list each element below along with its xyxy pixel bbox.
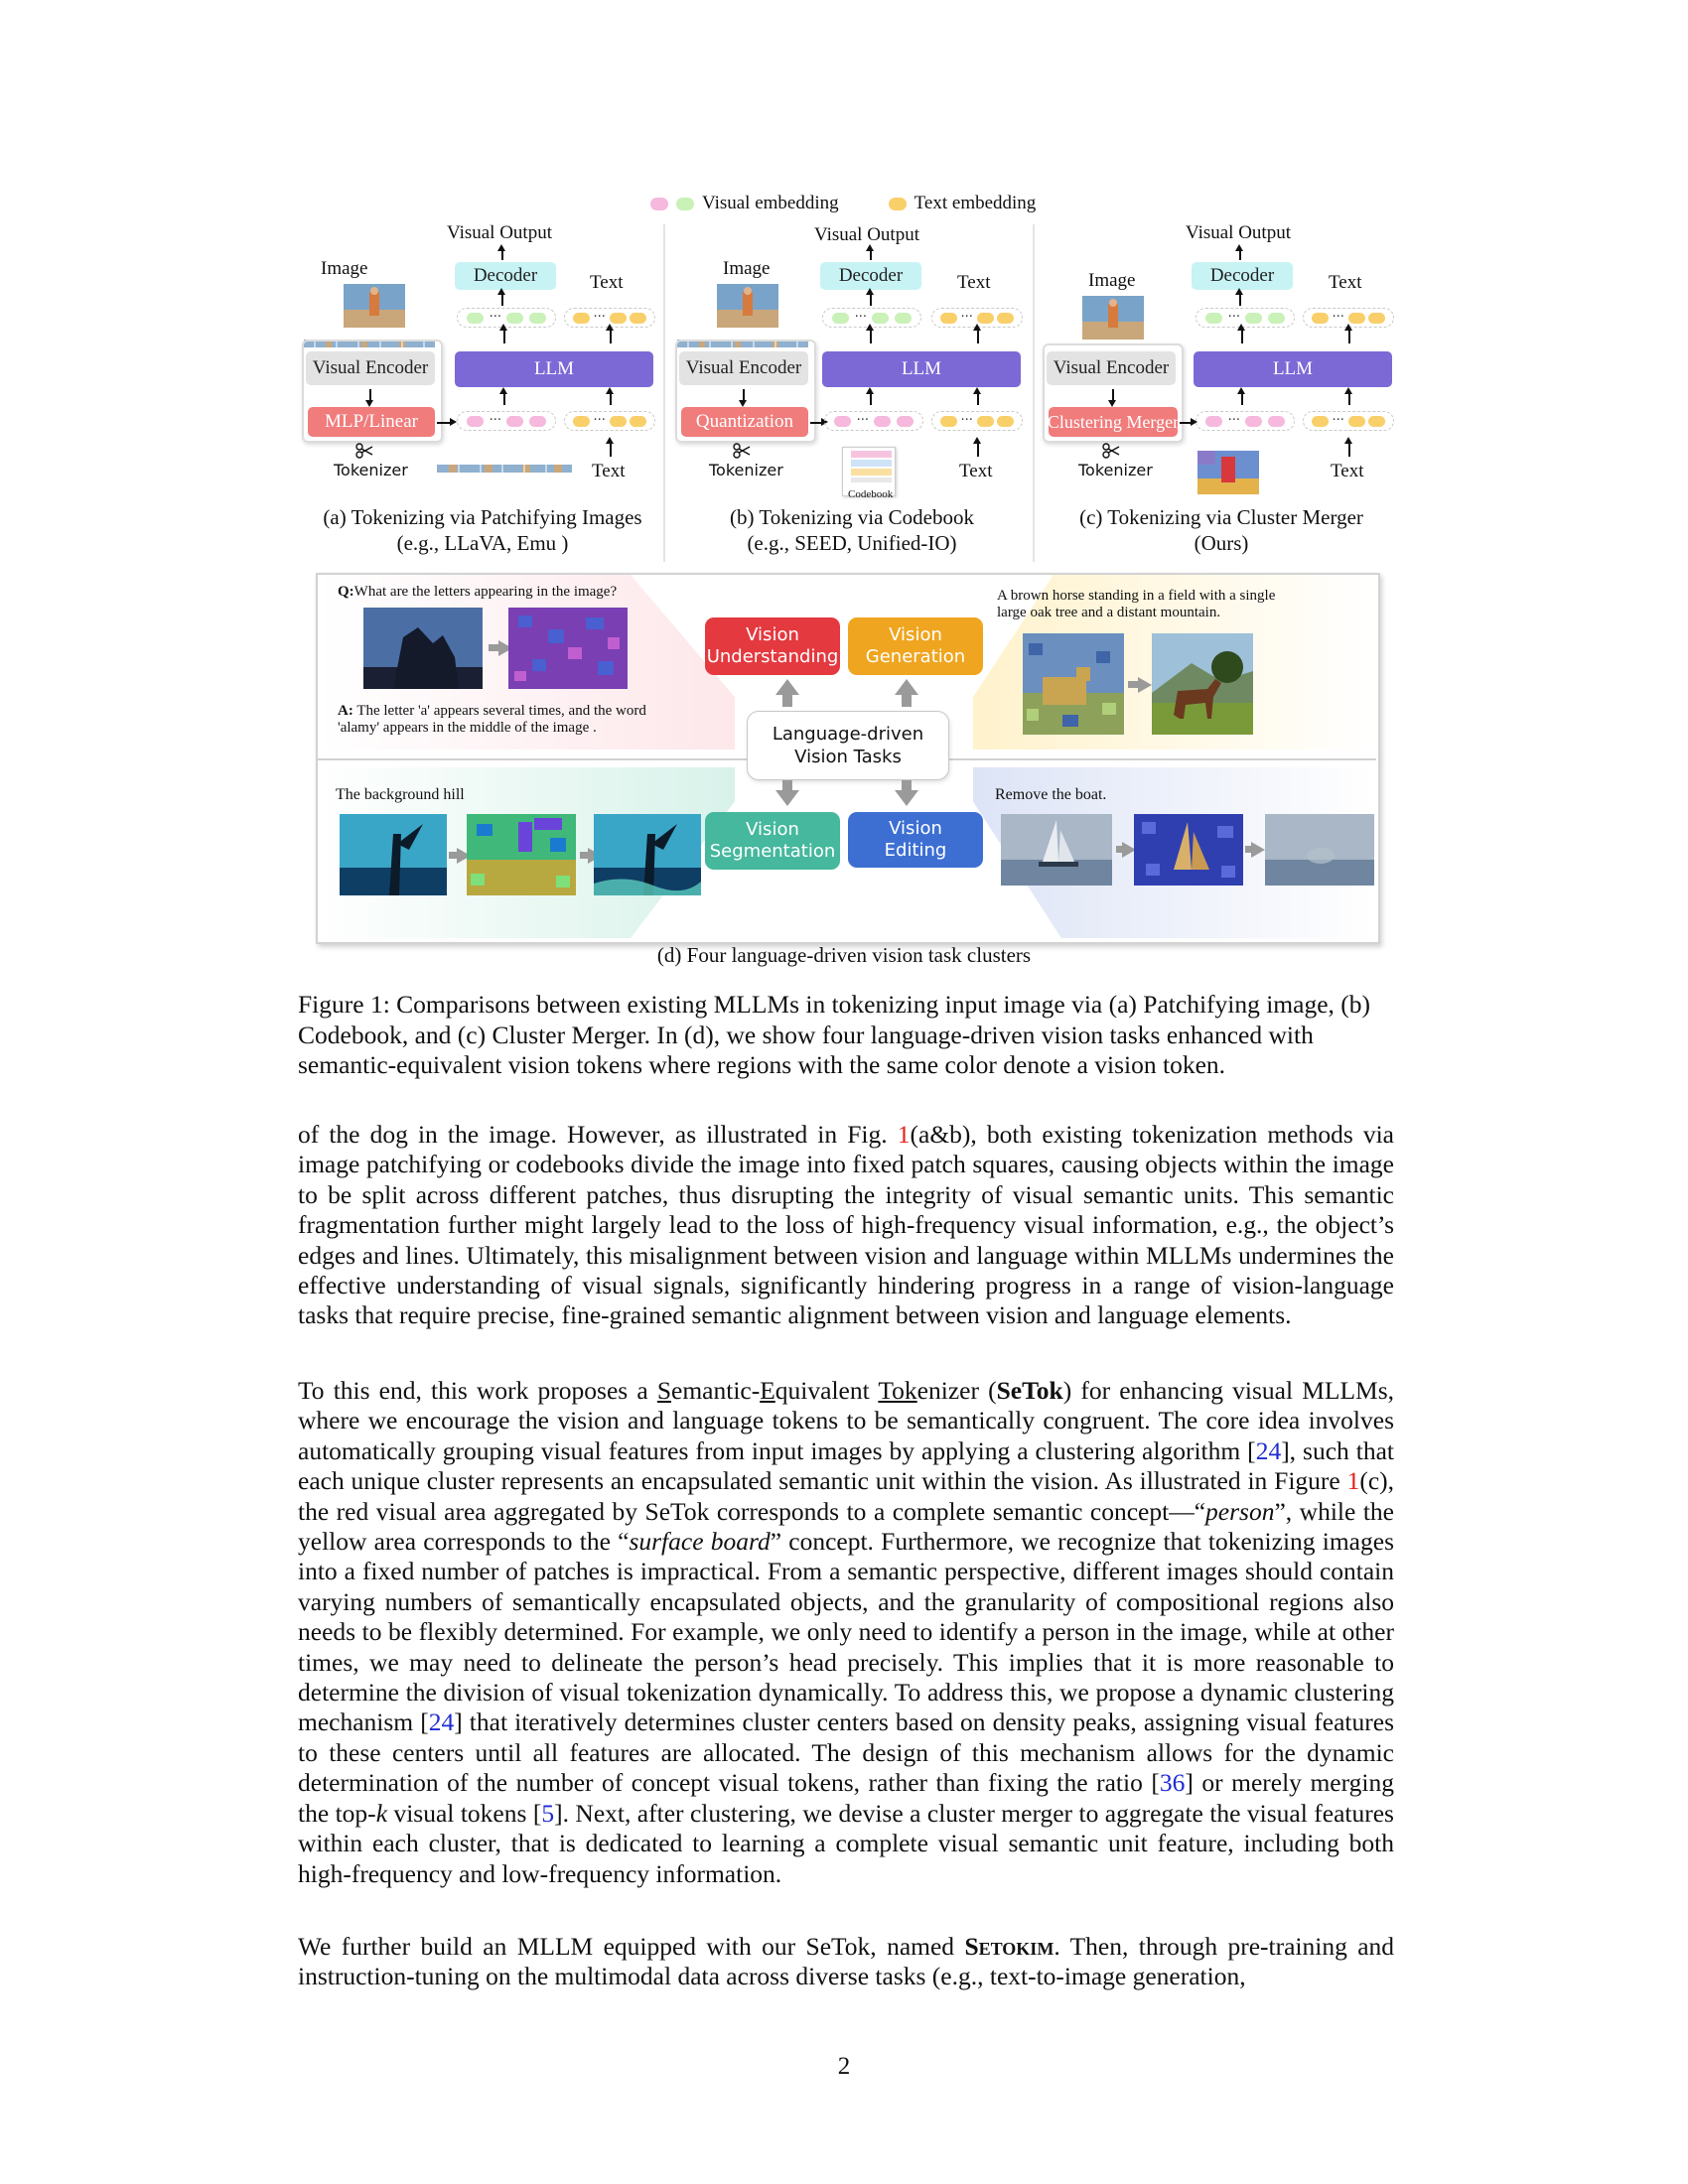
scissors-icon [1102, 443, 1120, 459]
visual-encoder-box: Visual Encoder [1047, 351, 1176, 385]
paragraph-2: To this end, this work proposes a Semant… [298, 1376, 1395, 1888]
input-image-thumbnail [1082, 296, 1144, 340]
visual-encoder-box: Visual Encoder [306, 351, 435, 385]
panel-divider [663, 224, 665, 562]
segmentation-prompt: The background hill [336, 786, 465, 803]
llm-box: LLM [1194, 351, 1392, 387]
llm-box: LLM [822, 351, 1021, 387]
vision-editing-button[interactable]: Vision Editing [848, 812, 983, 868]
text-output-label: Text [1329, 272, 1362, 293]
arrow-down-icon [895, 790, 918, 806]
visual-output-label: Visual Output [1186, 222, 1291, 243]
statue-image [363, 608, 483, 689]
visual-embedding-swatch-green [676, 197, 694, 210]
panel-a: Image Visual Output Decoder Text ··· ···… [298, 222, 667, 560]
image-label: Image [723, 258, 771, 279]
boat-edited-image [1265, 814, 1374, 886]
scissors-icon [733, 443, 751, 459]
tokenizer-frame [302, 340, 443, 443]
tokenizer-method-box: Quantization [681, 407, 808, 437]
vision-segmentation-button[interactable]: Vision Segmentation [705, 812, 840, 870]
figure-caption: Figure 1: Comparisons between existing M… [298, 990, 1371, 1079]
generation-prompt: A brown horse standing in a field with a… [997, 588, 1276, 620]
arrow-up-icon [775, 679, 799, 695]
hill-segmented-image [594, 814, 701, 895]
llm-box: LLM [455, 351, 653, 387]
page-number: 2 [837, 2053, 851, 2080]
citation-link[interactable]: 36 [1159, 1768, 1186, 1798]
legend-text-label: Text embedding [914, 193, 1037, 213]
decoder-box: Decoder [820, 262, 921, 290]
panel-c: Image Visual Output Decoder Text ··· ···… [1037, 222, 1406, 560]
visual-output-label: Visual Output [447, 222, 552, 243]
panel-d-caption: (d) Four language-driven vision task clu… [656, 943, 1032, 967]
panel-b-caption: (b) Tokenizing via Codebook (e.g., SEED,… [729, 505, 974, 555]
tokenizer-frame [675, 340, 816, 443]
statue-tokenized-image [508, 608, 628, 689]
decoder-box: Decoder [1192, 262, 1293, 290]
arrow-up [498, 244, 504, 260]
figure-ref-link[interactable]: 1 [1346, 1466, 1360, 1496]
figure-legend: Visual embedding Text embedding [650, 193, 1036, 214]
hill-image [340, 814, 447, 895]
figure-ref-link[interactable]: 1 [897, 1120, 911, 1149]
text-token-pill: ··· [1303, 411, 1394, 431]
text-input-label: Text [592, 461, 626, 481]
panel-divider [1033, 224, 1035, 562]
horse-generated-image [1152, 633, 1253, 735]
understanding-question: Q:What are the letters appearing in the … [338, 584, 618, 600]
visual-token-pill: ··· [1196, 308, 1295, 328]
editing-prompt: Remove the boat. [995, 786, 1107, 803]
text-token-pill: ··· [564, 411, 655, 431]
vision-understanding-button[interactable]: Vision Understanding [705, 617, 840, 675]
codebook-icon [842, 447, 896, 496]
citation-link[interactable]: 5 [541, 1798, 555, 1828]
legend-visual-label: Visual embedding [702, 193, 839, 213]
panel-c-caption: (c) Tokenizing via Cluster Merger (Ours) [1079, 505, 1363, 555]
horse-tokenized-image [1023, 633, 1124, 735]
arrow-up-icon [895, 679, 918, 695]
boat-tokenized-image [1134, 814, 1243, 886]
patch-sequence [437, 465, 572, 473]
input-image-thumbnail [717, 284, 778, 328]
tokenizer-method-box: MLP/Linear [308, 407, 435, 437]
text-input-label: Text [959, 461, 993, 481]
text-output-label: Text [957, 272, 991, 293]
visual-token-pill: ··· [457, 411, 556, 431]
clustered-image-thumbnail [1197, 451, 1259, 494]
input-image-thumbnail [344, 284, 405, 328]
visual-token-pill: ··· [824, 411, 923, 431]
text-output-label: Text [590, 272, 624, 293]
visual-token-pill: ··· [457, 308, 556, 328]
codebook-label: Codebook [848, 488, 894, 500]
text-input-label: Text [1331, 461, 1364, 481]
paragraph-3: We further build an MLLM equipped with o… [298, 1932, 1395, 1991]
understanding-answer: A: The letter 'a' appears several times,… [338, 703, 646, 736]
image-label: Image [321, 258, 368, 279]
tokenizer-label: Tokenizer [334, 461, 408, 479]
arrow-down-icon [775, 790, 799, 806]
panel-a-caption: (a) Tokenizing via Patchifying Images (e… [323, 505, 642, 555]
visual-encoder-box: Visual Encoder [679, 351, 808, 385]
panel-b: Image Visual Output Decoder Text ··· ···… [667, 222, 1037, 560]
image-label: Image [1088, 270, 1136, 291]
boat-image [1001, 814, 1112, 886]
hill-tokenized-image [467, 814, 576, 895]
visual-embedding-swatch-pink [650, 197, 668, 210]
text-token-pill: ··· [931, 411, 1023, 431]
text-embedding-swatch [888, 197, 907, 210]
tokenizer-frame [1043, 343, 1184, 443]
citation-link[interactable]: 24 [428, 1707, 455, 1737]
decoder-box: Decoder [455, 262, 556, 290]
tokenizer-method-box: Clustering Merger [1048, 407, 1179, 437]
tokenizer-label: Tokenizer [709, 461, 783, 479]
paragraph-1: of the dog in the image. However, as ill… [298, 1120, 1395, 1330]
scissors-icon [355, 443, 373, 459]
citation-link[interactable]: 24 [1255, 1435, 1282, 1465]
vision-generation-button[interactable]: Vision Generation [848, 617, 983, 675]
tokenizer-label: Tokenizer [1078, 461, 1153, 479]
visual-output-label: Visual Output [814, 224, 919, 245]
language-driven-vision-tasks-hub: Language-driven Vision Tasks [747, 711, 949, 780]
visual-token-pill: ··· [1196, 411, 1295, 431]
